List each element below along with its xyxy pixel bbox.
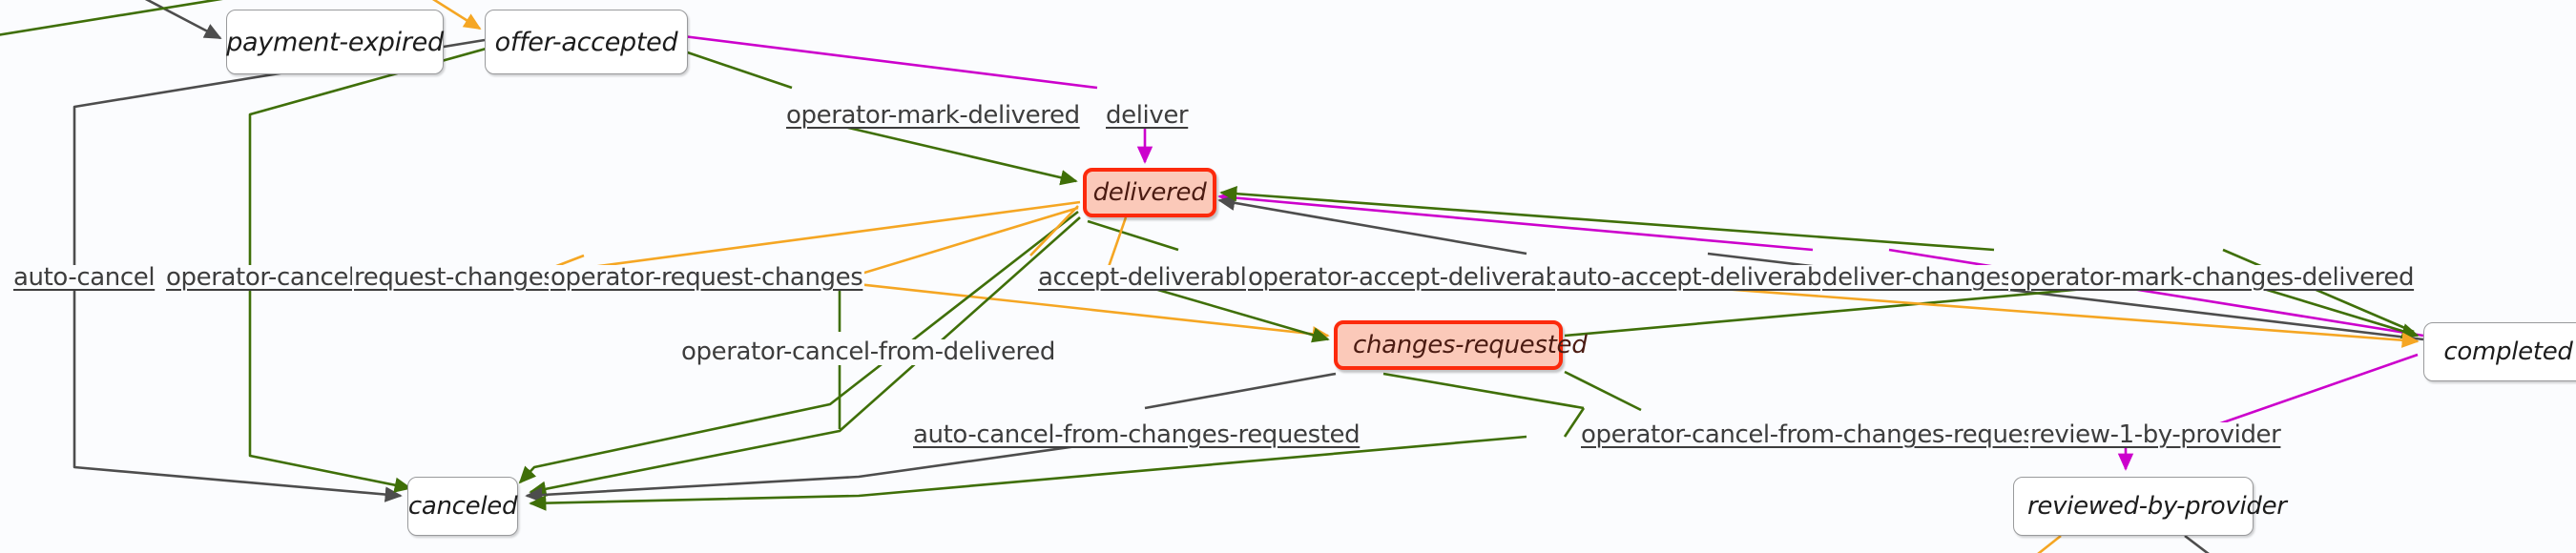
edge-label-review-1-by-provider: review-1-by-provider [2028, 420, 2283, 449]
edge-into-payment-expired [144, 0, 222, 40]
edge-green-delivered-to-canceled-b [529, 216, 1081, 497]
edge-into-changes-requested-green [1144, 284, 1330, 343]
node-label: canceled [407, 492, 518, 521]
edge-changes-requested-bottom-green [1564, 370, 1642, 412]
node-label: payment-expired [226, 27, 444, 57]
edge-review-1-by-provider-upper [2190, 353, 2419, 436]
edge-orange-into-offer-accepted [431, 0, 482, 31]
edge-out-of-reviewed-gray [2184, 534, 2210, 553]
edge-operator-cancel-from-changes-requested [530, 372, 1586, 503]
edge-green-top-left-sweep [0, 0, 223, 36]
node-label: changes-requested [1353, 331, 1588, 359]
edge-label-auto-cancel: auto-cancel [11, 263, 157, 292]
node-label: offer-accepted [494, 27, 678, 57]
node-delivered[interactable]: delivered [1083, 168, 1216, 217]
node-payment-expired[interactable]: payment-expired [226, 10, 444, 74]
edge-label-operator-mark-delivered: operator-mark-delivered [784, 101, 1082, 130]
edge-label-operator-cancel-from-changes-requested: operator-cancel-from-changes-requested [1579, 420, 2077, 449]
node-offer-accepted[interactable]: offer-accepted [485, 10, 688, 74]
edge-auto-cancel-from-changes-requested [527, 372, 1337, 496]
node-canceled[interactable]: canceled [407, 477, 518, 536]
edge-label-operator-cancel: operator-cancel [164, 263, 357, 292]
node-reviewed-by-provider[interactable]: reviewed-by-provider [2013, 477, 2287, 536]
node-changes-requested[interactable]: changes-requested [1334, 320, 1588, 370]
edge-deliver-upper [667, 32, 1098, 90]
node-label: delivered [1092, 178, 1207, 207]
edge-label-deliver: deliver [1104, 101, 1191, 130]
edge-label-operator-accept-deliverable: operator-accept-deliverable [1246, 263, 1585, 292]
edge-label-operator-cancel-from-delivered: operator-cancel-from-delivered [679, 338, 1057, 366]
edge-label-auto-accept-deliverable: auto-accept-deliverable [1555, 263, 1846, 292]
edge-request-changes-from-delivered [533, 200, 1081, 276]
node-completed[interactable]: completed [2423, 322, 2576, 381]
edge-label-operator-mark-changes-delivered: operator-mark-changes-delivered [2008, 263, 2417, 292]
edge-label-accept-deliverable: accept-deliverable [1036, 263, 1264, 292]
edge-out-of-reviewed-orange [2037, 534, 2062, 553]
node-label: reviewed-by-provider [2027, 492, 2287, 521]
edge-label-request-changes: request-changes [352, 263, 558, 292]
node-label: completed [2443, 338, 2573, 366]
edge-label-auto-cancel-from-changes-requested: auto-cancel-from-changes-requested [911, 420, 1362, 449]
edge-label-deliver-changes: deliver-changes [1820, 263, 2015, 292]
edge-green-delivered-to-canceled-a [518, 210, 1079, 484]
edge-label-operator-request-changes: operator-request-changes [549, 263, 865, 292]
edge-deliver-changes-into-delivered [1219, 196, 2424, 338]
